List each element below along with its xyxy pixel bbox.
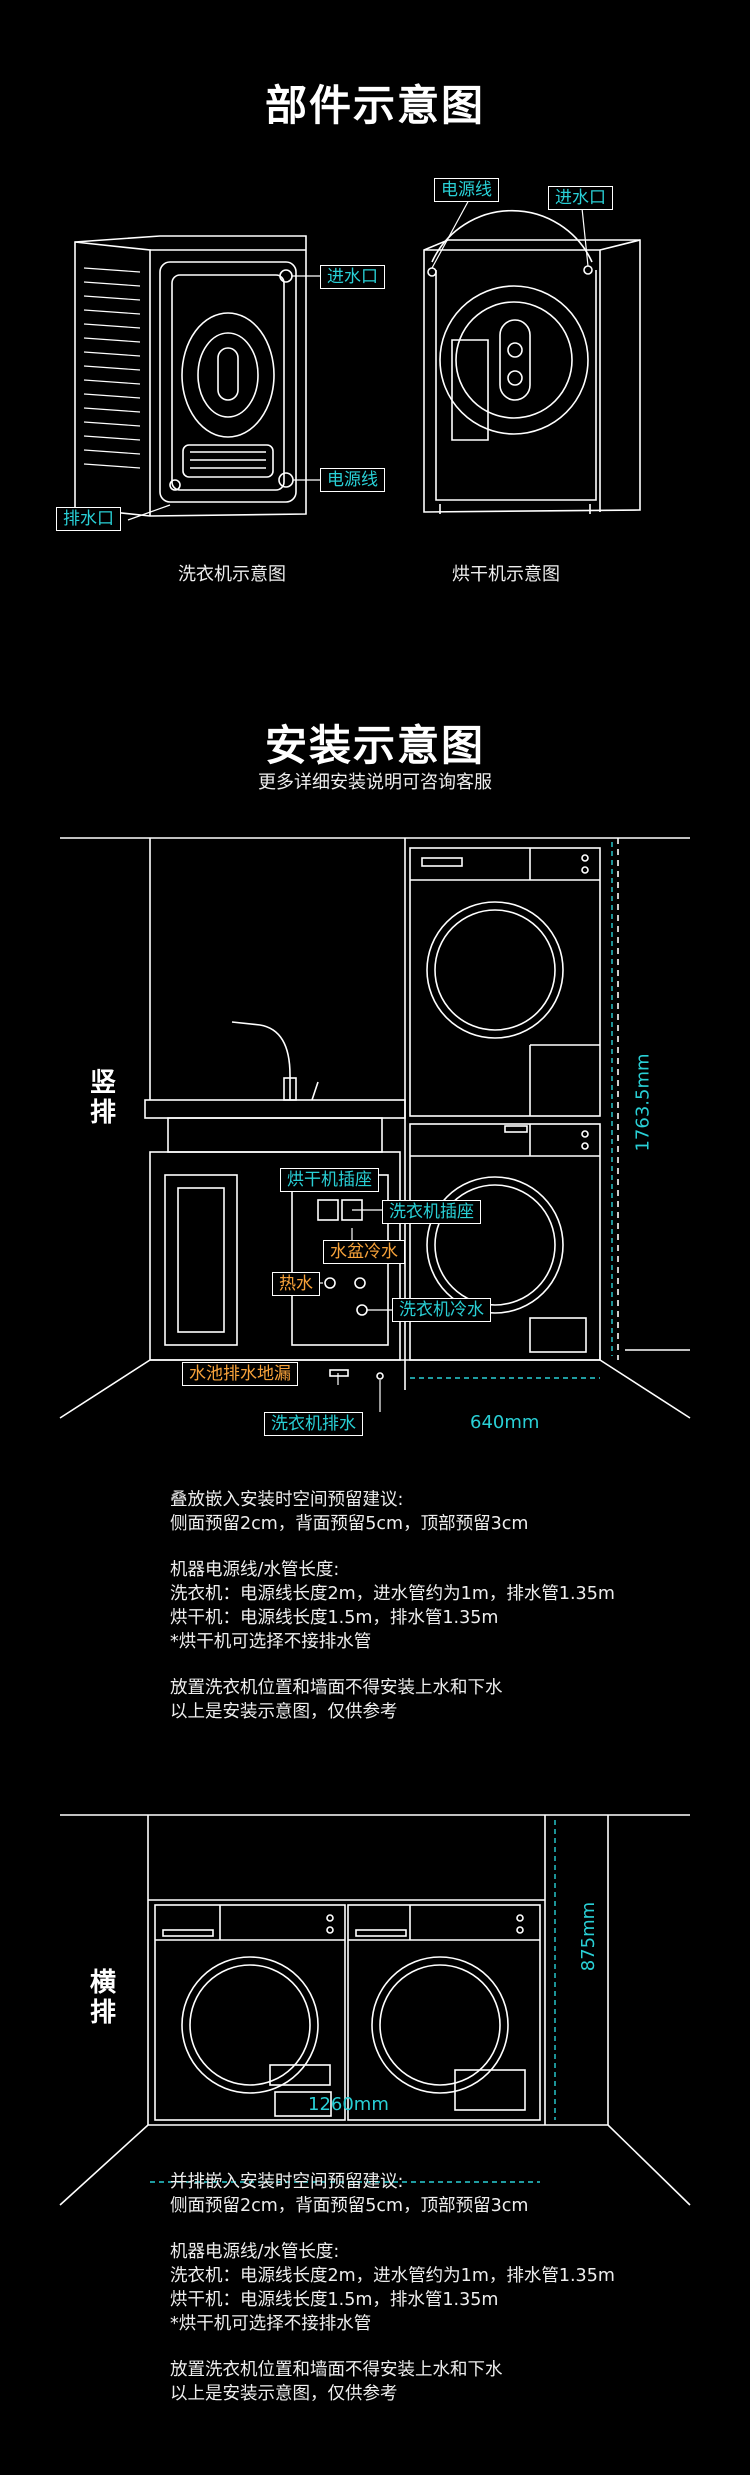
dryer-power-tag: 电源线 (434, 178, 499, 202)
vertical-install-diagram (59, 837, 691, 1419)
note-line: *烘干机可选择不接排水管 (170, 2314, 372, 2334)
dryer-inlet-tag: 进水口 (548, 186, 613, 210)
dryer-caption: 烘干机示意图 (452, 564, 560, 585)
note-line: 机器电源线/水管长度: (170, 1560, 340, 1580)
washer-drain-install-tag: 洗衣机排水 (264, 1412, 363, 1436)
hot-water-tag: 热水 (272, 1272, 320, 1296)
washer-socket-tag: 洗衣机插座 (382, 1200, 481, 1224)
sink-cold-tag: 水盆冷水 (323, 1240, 405, 1264)
note-line: 以上是安装示意图，仅供参考 (170, 1702, 398, 1722)
parts-title: 部件示意图 (264, 81, 485, 130)
washer-caption: 洗衣机示意图 (178, 564, 286, 585)
washer-inlet-tag: 进水口 (320, 265, 385, 289)
parts-illustration (74, 197, 641, 521)
note-line: 并排嵌入安装时空间预留建议: (170, 2172, 404, 2192)
install-subtitle: 更多详细安装说明可咨询客服 (258, 772, 492, 793)
sink-drain-tag: 水池排水地漏 (182, 1362, 298, 1386)
note-line: 叠放嵌入安装时空间预留建议: (170, 1490, 404, 1510)
washer-power-tag: 电源线 (320, 468, 385, 492)
note-line: 侧面预留2cm，背面预留5cm，顶部预留3cm (170, 2196, 529, 2216)
note-line: 烘干机：电源线长度1.5m，排水管1.35m (170, 1608, 499, 1628)
note-line: 机器电源线/水管长度: (170, 2242, 340, 2262)
dryer-socket-tag: 烘干机插座 (280, 1168, 379, 1192)
washer-cold-tag: 洗衣机冷水 (392, 1298, 491, 1322)
horizontal-height-dim: 875mm (578, 1901, 600, 1972)
note-line: 放置洗衣机位置和墙面不得安装上水和下水 (170, 2360, 503, 2380)
vertical-width-dim: 640mm (470, 1412, 540, 1433)
note-line: 以上是安装示意图，仅供参考 (170, 2384, 398, 2404)
note-line: 烘干机：电源线长度1.5m，排水管1.35m (170, 2290, 499, 2310)
horizontal-install-diagram (59, 1814, 691, 2206)
washer-drain-tag: 排水口 (56, 507, 121, 531)
horizontal-label: 横排 (89, 1968, 116, 2028)
dryer-outline (423, 239, 641, 513)
note-line: *烘干机可选择不接排水管 (170, 1632, 372, 1652)
install-title: 安装示意图 (264, 721, 485, 770)
vertical-label: 竖排 (89, 1068, 116, 1128)
note-line: 洗衣机：电源线长度2m，进水管约为1m，排水管1.35m (170, 1584, 615, 1604)
note-line: 侧面预留2cm，背面预留5cm，顶部预留3cm (170, 1514, 529, 1534)
vertical-notes: 叠放嵌入安装时空间预留建议: 侧面预留2cm，背面预留5cm，顶部预留3cm 机… (170, 1488, 615, 1724)
note-line: 洗衣机：电源线长度2m，进水管约为1m，排水管1.35m (170, 2266, 615, 2286)
horizontal-width-dim: 1260mm (308, 2094, 389, 2115)
horizontal-notes: 并排嵌入安装时空间预留建议: 侧面预留2cm，背面预留5cm，顶部预留3cm 机… (170, 2170, 615, 2406)
vertical-height-dim: 1763.5mm (632, 1053, 654, 1152)
note-line: 放置洗衣机位置和墙面不得安装上水和下水 (170, 1678, 503, 1698)
